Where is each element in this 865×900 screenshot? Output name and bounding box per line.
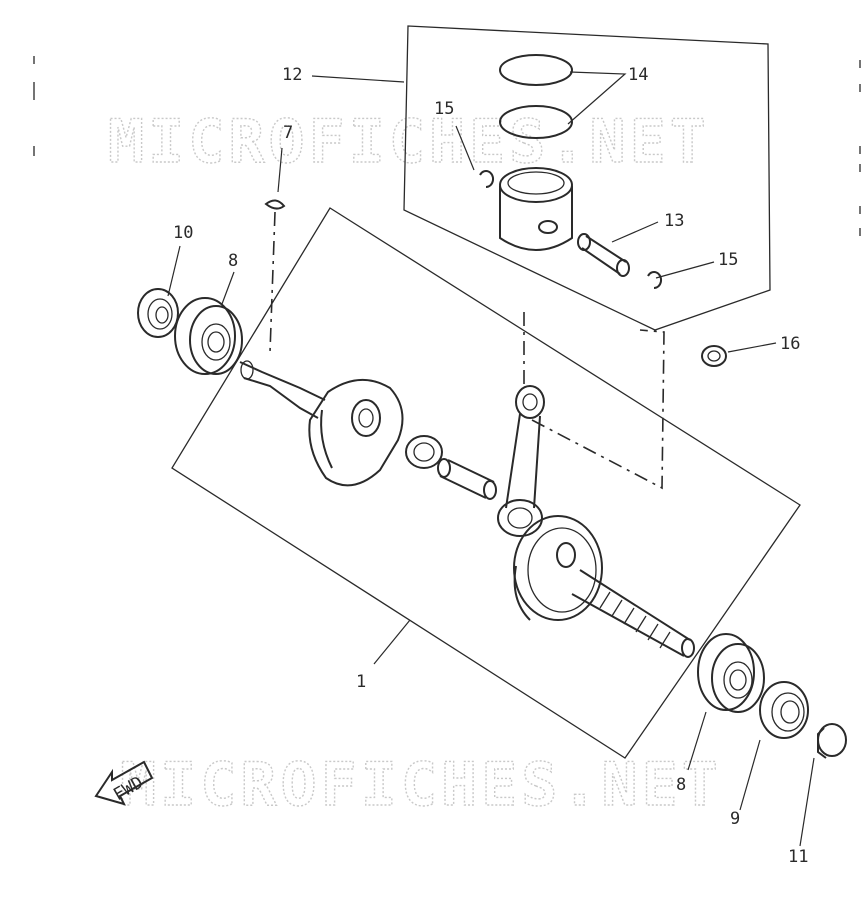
callout-14: 14 [628,65,648,85]
big-end-bearing [405,435,443,469]
crank-pin [437,458,497,500]
crank-half-right [513,515,603,621]
circlips [479,170,663,290]
assembly-lines [269,211,665,490]
crank-half-left [239,360,404,487]
bearing-left [174,297,243,375]
callout-13: 13 [664,211,684,231]
oil-seal-left [137,288,179,338]
piston-rings [499,54,573,139]
connecting-rod [497,385,545,537]
small-end-bearing [701,345,727,367]
collar [817,723,847,759]
callout-15-right: 15 [718,250,738,270]
piston-kit-frame [403,25,771,331]
callout-16: 16 [780,334,800,354]
bearing-right [697,633,765,713]
callout-8-left: 8 [228,251,238,271]
crankshaft-output [571,569,695,658]
callout-9: 9 [730,809,740,829]
callout-10: 10 [173,223,193,243]
piston [499,167,573,251]
crankshaft-assembly-frame [171,207,801,759]
woodruff-key [264,199,286,210]
watermark-top: MICROFICHES.NET [108,107,710,177]
callout-15-top: 15 [434,99,454,119]
watermark-bottom: MICROFICHES.NET [120,750,722,820]
callout-11: 11 [788,847,808,867]
oil-seal-right [759,681,809,739]
edge-marks [33,56,861,236]
callout-12: 12 [282,65,302,85]
callout-7: 7 [283,123,293,143]
piston-pin [577,233,630,277]
leader-lines [167,71,815,847]
callout-1: 1 [356,672,366,692]
callout-8-right: 8 [676,775,686,795]
